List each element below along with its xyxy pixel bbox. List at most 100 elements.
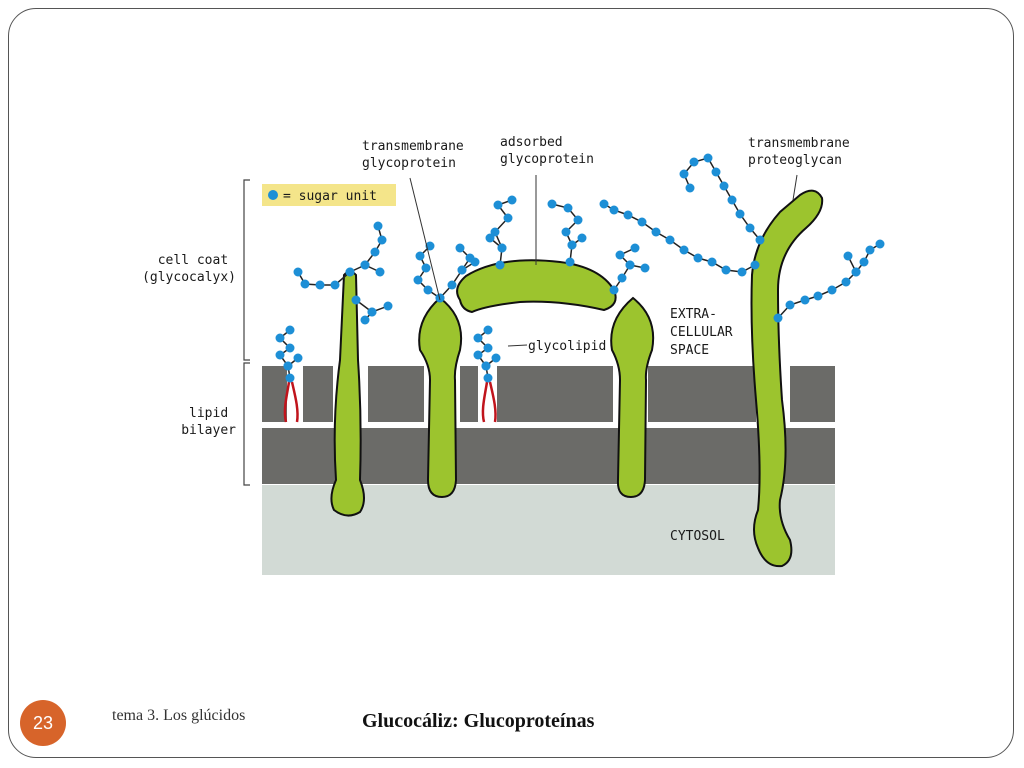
sugar-unit xyxy=(665,235,675,245)
sugar-unit xyxy=(547,199,557,209)
sugar-unit xyxy=(703,153,713,163)
sugar-unit xyxy=(711,167,721,177)
transmembrane-glycoprotein xyxy=(418,296,462,499)
sugar-chain xyxy=(360,260,385,277)
glycolipid-tail-left xyxy=(283,381,299,423)
sugar-unit xyxy=(373,221,383,231)
transmembrane-protein-left xyxy=(330,270,365,517)
sugar-unit xyxy=(609,205,619,215)
sugar-unit xyxy=(413,275,423,285)
sugar-unit xyxy=(485,233,495,243)
sugar-unit xyxy=(679,245,689,255)
sugar-chains xyxy=(275,153,885,383)
sugar-unit xyxy=(750,260,760,270)
sugar-unit xyxy=(330,280,340,290)
transmembrane-protein-right xyxy=(610,296,655,499)
sugar-unit xyxy=(483,343,493,353)
sugar-unit xyxy=(315,280,325,290)
sugar-unit xyxy=(495,260,505,270)
sugar-unit xyxy=(859,257,869,267)
label-extracellular-space: EXTRA- CELLULAR SPACE xyxy=(670,307,740,358)
sugar-unit xyxy=(483,325,493,335)
sugar-unit xyxy=(470,257,480,267)
sugar-chain xyxy=(547,199,583,267)
label-glycolipid: glycolipid xyxy=(528,339,606,354)
sugar-unit xyxy=(455,243,465,253)
sugar-unit xyxy=(493,200,503,210)
sugar-unit xyxy=(421,263,431,273)
sugar-unit-icon xyxy=(268,190,278,200)
sugar-unit xyxy=(367,307,377,317)
label-transmembrane-glycoprotein: transmembrane glycoprotein xyxy=(362,139,472,171)
sugar-unit xyxy=(745,223,755,233)
lipid-bilayer xyxy=(262,366,835,484)
sugar-unit xyxy=(689,157,699,167)
sugar-chain xyxy=(679,153,765,245)
sugar-unit xyxy=(685,183,695,193)
sugar-unit xyxy=(507,195,517,205)
sugar-chain xyxy=(485,233,507,253)
glycocalyx-diagram: = sugar unit transmembrane glycoprotein … xyxy=(142,135,885,575)
leader-lines xyxy=(409,174,798,347)
sugar-unit xyxy=(275,350,285,360)
sugar-unit xyxy=(503,213,513,223)
sugar-unit xyxy=(617,273,627,283)
sugar-unit xyxy=(609,285,619,295)
sugar-unit xyxy=(491,353,501,363)
label-lipid-bilayer: lipid bilayer xyxy=(181,406,236,438)
sugar-unit xyxy=(755,235,765,245)
label-cytosol: CYTOSOL xyxy=(670,529,725,544)
slide-number: 23 xyxy=(32,712,54,733)
sugar-chain xyxy=(283,353,303,371)
sugar-unit xyxy=(563,203,573,213)
legend-text: = sugar unit xyxy=(283,189,377,204)
sugar-unit xyxy=(640,263,650,273)
sugar-chain xyxy=(773,239,885,323)
sugar-unit xyxy=(623,210,633,220)
sugar-unit xyxy=(851,267,861,277)
sugar-unit xyxy=(293,267,303,277)
sugar-unit xyxy=(481,361,491,371)
proteoglycan-core xyxy=(750,189,824,568)
sugar-chain xyxy=(567,233,587,250)
label-adsorbed-glycoprotein: adsorbed glycoprotein xyxy=(500,135,594,167)
adsorbed-glycoprotein xyxy=(456,259,617,314)
sugar-unit xyxy=(293,353,303,363)
sugar-chain xyxy=(481,353,501,371)
sugar-unit xyxy=(813,291,823,301)
sugar-unit xyxy=(283,361,293,371)
sugar-unit xyxy=(843,251,853,261)
sugar-chain xyxy=(599,199,760,277)
sugar-chain xyxy=(275,325,295,383)
sugar-unit xyxy=(573,215,583,225)
sugar-unit xyxy=(565,257,575,267)
glycolipid-tail-right xyxy=(481,381,497,423)
sugar-chain xyxy=(413,241,445,303)
sugar-unit xyxy=(719,181,729,191)
sugar-chain xyxy=(360,307,377,325)
sugar-unit xyxy=(865,245,875,255)
sugar-unit xyxy=(300,279,310,289)
sugar-chain xyxy=(625,260,650,273)
sugar-chain xyxy=(457,257,480,275)
sugar-unit xyxy=(827,285,837,295)
sugar-unit xyxy=(785,300,795,310)
sugar-unit xyxy=(625,260,635,270)
sugar-unit xyxy=(285,343,295,353)
footer-course: tema 3. Los glúcidos xyxy=(112,707,246,724)
sugar-unit xyxy=(707,257,717,267)
sugar-unit xyxy=(285,373,295,383)
sugar-unit xyxy=(345,267,355,277)
sugar-unit xyxy=(800,295,810,305)
sugar-unit xyxy=(473,333,483,343)
sugar-unit xyxy=(383,301,393,311)
sugar-chain xyxy=(843,251,861,277)
sugar-unit xyxy=(351,295,361,305)
sugar-chain xyxy=(609,243,640,295)
sugar-unit xyxy=(727,195,737,205)
sugar-unit xyxy=(370,247,380,257)
sugar-unit xyxy=(377,235,387,245)
sugar-unit xyxy=(577,233,587,243)
sugar-unit xyxy=(375,267,385,277)
sugar-unit xyxy=(415,251,425,261)
